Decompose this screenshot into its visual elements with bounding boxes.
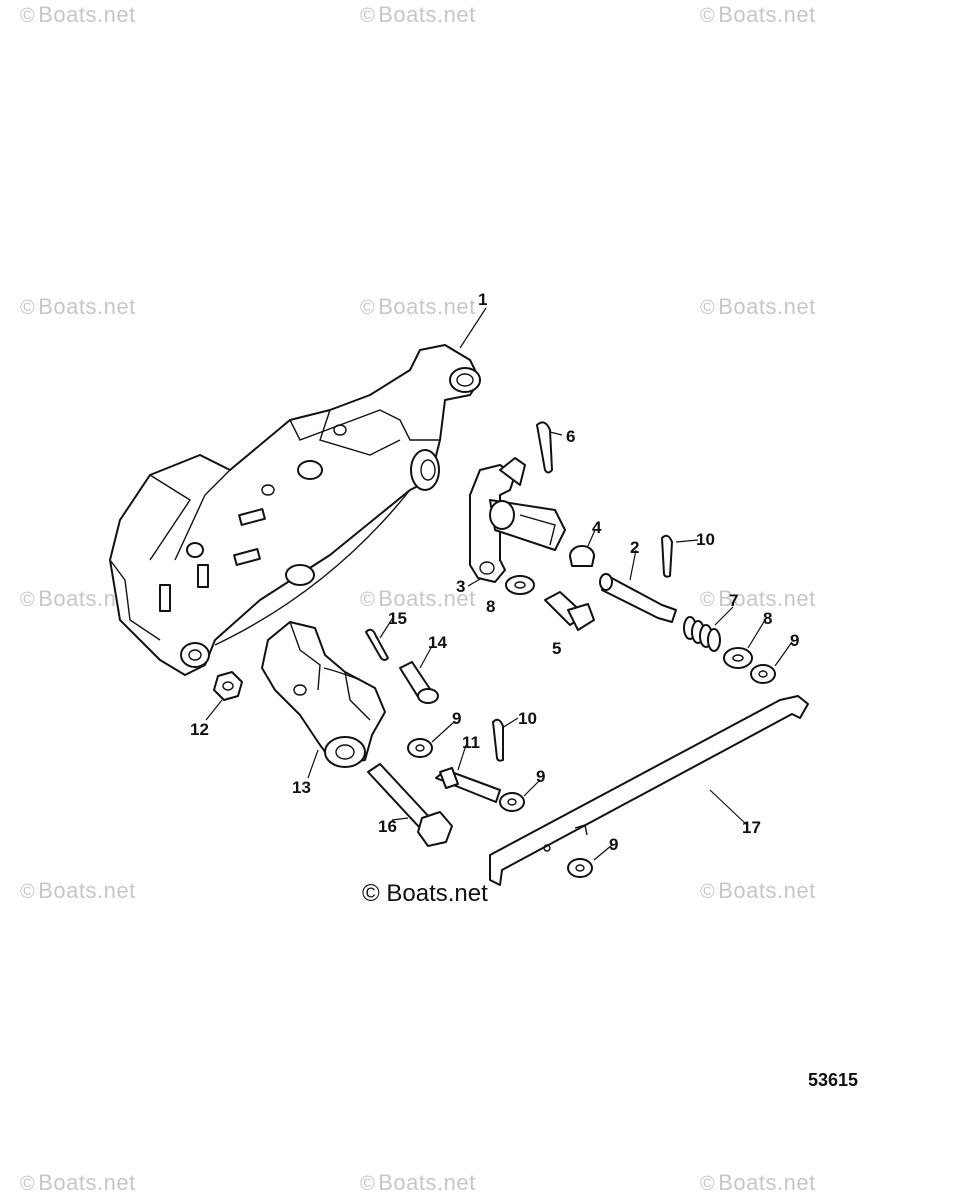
callout-1: 1 — [478, 290, 487, 309]
part-8-washer — [723, 647, 753, 669]
part-10-cotter-pin — [492, 718, 504, 762]
copyright-label: © Boats.net — [362, 880, 488, 907]
part-12-nut — [213, 671, 243, 701]
callout-10: 10 — [696, 530, 715, 549]
part-10-cotter-pin — [661, 534, 673, 578]
callout-13: 13 — [292, 778, 311, 797]
part-4-bushing — [569, 545, 595, 567]
watermark: ©Boats.net — [700, 1170, 816, 1195]
callout-7: 7 — [729, 591, 738, 610]
part-9-washer — [567, 858, 593, 878]
watermark: ©Boats.net — [20, 2, 136, 27]
callout-9: 9 — [536, 767, 545, 786]
part-8-washer — [505, 575, 535, 595]
callout-3: 3 — [456, 577, 465, 596]
part-3-lever — [469, 457, 566, 583]
callout-5: 5 — [552, 639, 561, 658]
watermark: ©Boats.net — [360, 1170, 476, 1195]
part-1-bracket — [109, 344, 481, 676]
callout-11: 11 — [462, 733, 480, 752]
callout-6: 6 — [566, 427, 575, 446]
callout-9: 9 — [790, 631, 799, 650]
watermark: ©Boats.net — [700, 2, 816, 27]
callout-9: 9 — [609, 835, 618, 854]
callout-10: 10 — [518, 709, 537, 728]
part-16-bolt — [367, 763, 453, 847]
watermark: ©Boats.net — [700, 294, 816, 319]
watermark: ©Boats.net — [360, 294, 476, 319]
part-14-pin — [399, 661, 439, 704]
part-11-stud — [435, 767, 501, 803]
part-5-bolt — [544, 591, 595, 631]
watermark: ©Boats.net — [360, 586, 476, 611]
callout-17: 17 — [742, 818, 761, 837]
part-9-washer — [750, 664, 776, 684]
callout-4: 4 — [592, 518, 602, 537]
diagram-number: 53615 — [808, 1070, 859, 1090]
callout-2: 2 — [630, 538, 639, 557]
part-2-pin — [599, 573, 677, 623]
part-15-cotter-pin — [365, 628, 389, 661]
callout-8: 8 — [763, 609, 772, 628]
part-9-washer — [499, 792, 525, 812]
watermark: ©Boats.net — [700, 586, 816, 611]
callout-14: 14 — [428, 633, 447, 652]
watermark: ©Boats.net — [700, 878, 816, 903]
watermark: ©Boats.net — [360, 2, 476, 27]
callout-12: 12 — [190, 720, 209, 739]
leader-lines — [205, 307, 793, 861]
part-9-washer — [407, 738, 433, 758]
callout-15: 15 — [388, 609, 407, 628]
part-7-spring — [683, 616, 721, 652]
part-17-link-rod — [489, 695, 809, 886]
callout-9: 9 — [452, 709, 461, 728]
callout-8: 8 — [486, 597, 495, 616]
callout-16: 16 — [378, 817, 397, 836]
part-6-cotter-pin — [536, 421, 553, 474]
watermark: ©Boats.net — [20, 294, 136, 319]
watermark: ©Boats.net — [20, 1170, 136, 1195]
watermark: ©Boats.net — [20, 878, 136, 903]
part-13-housing — [261, 621, 386, 768]
